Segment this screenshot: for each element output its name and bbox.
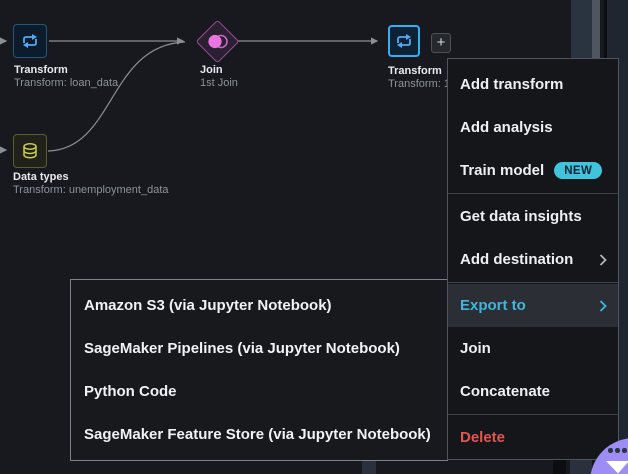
menu-item-label: Concatenate bbox=[460, 383, 551, 400]
overlapping-circles-icon bbox=[203, 32, 232, 50]
submenu-item-sagemaker-pipelines[interactable]: SageMaker Pipelines (via Jupyter Noteboo… bbox=[84, 340, 400, 357]
repeat-loop-icon bbox=[23, 34, 37, 48]
chat-bubble-icon bbox=[606, 461, 628, 474]
node-title: Transform bbox=[14, 64, 68, 76]
export-submenu: Amazon S3 (via Jupyter Notebook) SageMak… bbox=[70, 279, 448, 461]
menu-item-label: Join bbox=[460, 340, 491, 357]
menu-item-label: Export to bbox=[460, 297, 526, 314]
menu-item-export-to[interactable]: Export to bbox=[448, 284, 618, 327]
menu-divider bbox=[448, 282, 618, 283]
menu-item-label: Delete bbox=[460, 429, 506, 446]
menu-item-concatenate[interactable]: Concatenate bbox=[448, 370, 618, 413]
new-badge: NEW bbox=[554, 162, 603, 179]
node-data-types[interactable] bbox=[13, 134, 47, 168]
menu-item-label: Get data insights bbox=[460, 208, 582, 225]
typing-dot bbox=[608, 448, 613, 453]
menu-item-add-transform[interactable]: Add transform bbox=[448, 63, 618, 106]
node-subtitle: 1st Join bbox=[200, 77, 238, 89]
menu-item-label: Add destination bbox=[460, 251, 574, 268]
background-fragment bbox=[362, 458, 376, 474]
node-transform-2-selected[interactable] bbox=[388, 25, 420, 57]
submenu-item-amazon-s3[interactable]: Amazon S3 (via Jupyter Notebook) bbox=[84, 297, 332, 314]
background-strip-scrollbar[interactable] bbox=[592, 0, 600, 58]
node-context-menu: Add transform Add analysis Train model N… bbox=[447, 58, 619, 460]
node-subtitle: Transform: unemployment_data bbox=[13, 184, 169, 196]
node-transform-1[interactable] bbox=[13, 24, 47, 58]
node-title: Data types bbox=[13, 171, 69, 183]
node-subtitle: Transform: loan_data bbox=[14, 77, 119, 89]
submenu-item-sagemaker-feature-store[interactable]: SageMaker Feature Store (via Jupyter Not… bbox=[84, 426, 431, 443]
menu-item-label: Add analysis bbox=[460, 119, 553, 136]
menu-item-label: Add transform bbox=[460, 76, 564, 93]
menu-item-get-data-insights[interactable]: Get data insights bbox=[448, 195, 618, 238]
menu-item-label: Train model bbox=[460, 162, 545, 179]
background-fragment bbox=[570, 459, 592, 474]
node-subtitle: Transform: 1st bbox=[388, 78, 459, 90]
menu-item-add-destination[interactable]: Add destination bbox=[448, 238, 618, 281]
database-icon bbox=[23, 143, 37, 159]
background-strip-dark bbox=[604, 0, 607, 58]
menu-item-train-model[interactable]: Train model NEW bbox=[448, 149, 618, 192]
chevron-right-icon bbox=[599, 299, 607, 312]
submenu-item-python-code[interactable]: Python Code bbox=[84, 383, 177, 400]
menu-item-add-analysis[interactable]: Add analysis bbox=[448, 106, 618, 149]
typing-dot bbox=[615, 448, 620, 453]
menu-divider bbox=[448, 193, 618, 194]
menu-item-delete[interactable]: Delete bbox=[448, 416, 618, 459]
background-fragment bbox=[553, 459, 566, 474]
node-title: Join bbox=[200, 64, 223, 76]
typing-dot bbox=[622, 448, 627, 453]
menu-item-join[interactable]: Join bbox=[448, 327, 618, 370]
add-step-button[interactable]: + bbox=[431, 33, 451, 53]
background-strip-slate bbox=[571, 0, 592, 58]
node-title: Transform bbox=[388, 65, 442, 77]
chevron-right-icon bbox=[599, 253, 607, 266]
repeat-loop-icon bbox=[397, 34, 411, 48]
menu-divider bbox=[448, 414, 618, 415]
